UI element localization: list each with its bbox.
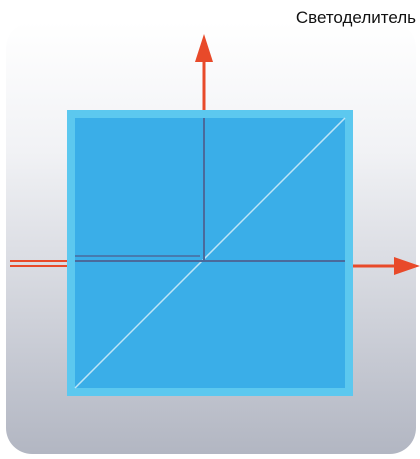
arrow-right-icon <box>353 257 420 275</box>
arrow-up-icon <box>195 34 213 110</box>
splitting-surface-diagonal <box>74 117 346 389</box>
diagram-caption: Светоделитель <box>295 8 416 27</box>
